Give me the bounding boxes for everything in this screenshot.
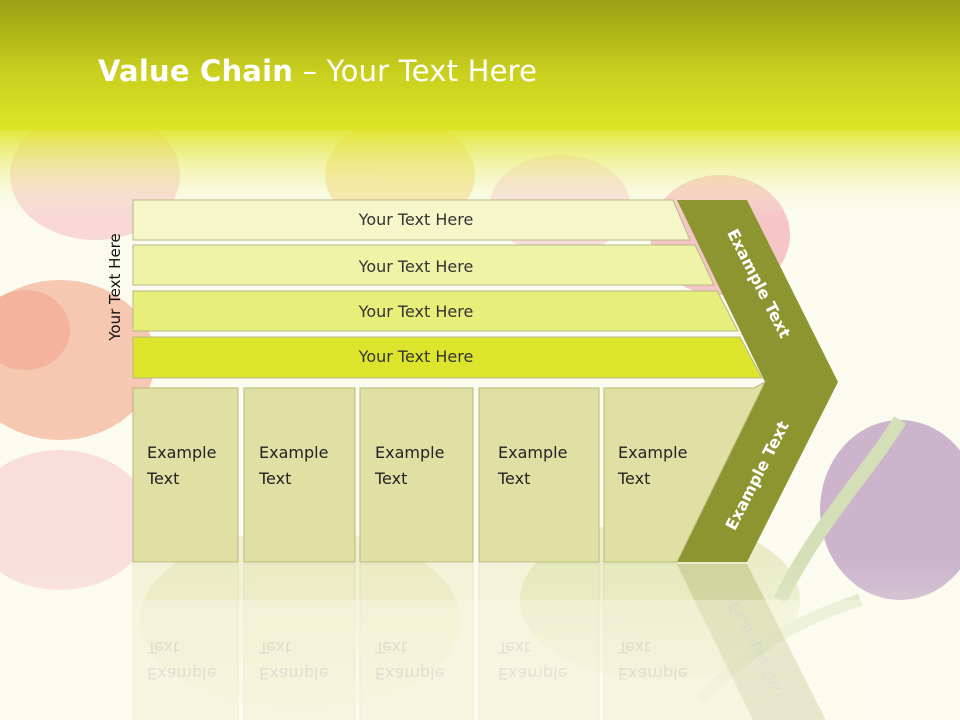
reflection-text: Text <box>374 638 407 657</box>
box-text-line1: Example <box>618 443 687 462</box>
chain-box-3: Example Text <box>359 387 474 563</box>
reflection-box <box>478 563 600 720</box>
box-text-line1: Example <box>498 443 567 462</box>
reflection-text: Text <box>617 638 650 657</box>
box-text-line2: Text <box>146 469 179 488</box>
bar-shape <box>132 336 763 379</box>
box-shape <box>132 387 239 563</box>
chain-bar-2: Your Text Here <box>132 244 715 286</box>
title-bold: Value Chain <box>98 54 294 88</box>
slide-title: Value Chain – Your Text Here <box>98 54 537 88</box>
box-text-line1: Example <box>259 443 328 462</box>
bar-label: Your Text Here <box>358 302 474 321</box>
bar-shape <box>132 199 691 241</box>
bar-label: Your Text Here <box>358 210 474 229</box>
box-text-line1: Example <box>147 443 216 462</box>
chain-box-2: Example Text <box>243 387 356 563</box>
box-text-line1: Example <box>375 443 444 462</box>
reflection-text: Example <box>259 664 328 683</box>
reflection-box <box>132 563 239 720</box>
chain-box-4: Example Text <box>478 387 600 563</box>
chain-bar-4: Your Text Here <box>132 336 763 379</box>
reflection-text: Example <box>375 664 444 683</box>
chain-box-1: Example Text <box>132 387 239 563</box>
chevron-shape <box>677 200 838 562</box>
reflection-text: Text <box>497 638 530 657</box>
box-text-line2: Text <box>258 469 291 488</box>
box-shape <box>478 387 600 563</box>
bar-shape <box>132 290 739 332</box>
boxes-group: Example Text Example Text Example Text E… <box>132 380 767 563</box>
box-text-line2: Text <box>617 469 650 488</box>
box-text-line2: Text <box>374 469 407 488</box>
box-text-line2: Text <box>497 469 530 488</box>
reflection-text: Text <box>258 638 291 657</box>
box-shape <box>243 387 356 563</box>
reflection-text: Example <box>618 664 687 683</box>
reflection-box <box>359 563 474 720</box>
title-rest: – Your Text Here <box>293 54 538 88</box>
bars-group: Your Text Here Your Text Here Your Text … <box>132 199 763 379</box>
box-shape <box>603 380 767 563</box>
reflection-text: Example <box>147 664 216 683</box>
chain-box-5: Example Text <box>603 380 767 563</box>
reflection-chevron <box>677 564 826 720</box>
reflection-text: Example <box>498 664 567 683</box>
reflection-fade <box>120 600 860 720</box>
chain-bar-3: Your Text Here <box>132 290 739 332</box>
reflection-box <box>243 563 356 720</box>
reflection-box <box>603 563 754 720</box>
chain-bar-1: Your Text Here <box>132 199 691 241</box>
box-shape <box>359 387 474 563</box>
bar-shape <box>132 244 715 286</box>
reflection-text: Text <box>146 638 179 657</box>
bar-label: Your Text Here <box>358 347 474 366</box>
reflection-group: Example Text Example Text Example Text E… <box>132 563 826 720</box>
bar-label: Your Text Here <box>358 257 474 276</box>
